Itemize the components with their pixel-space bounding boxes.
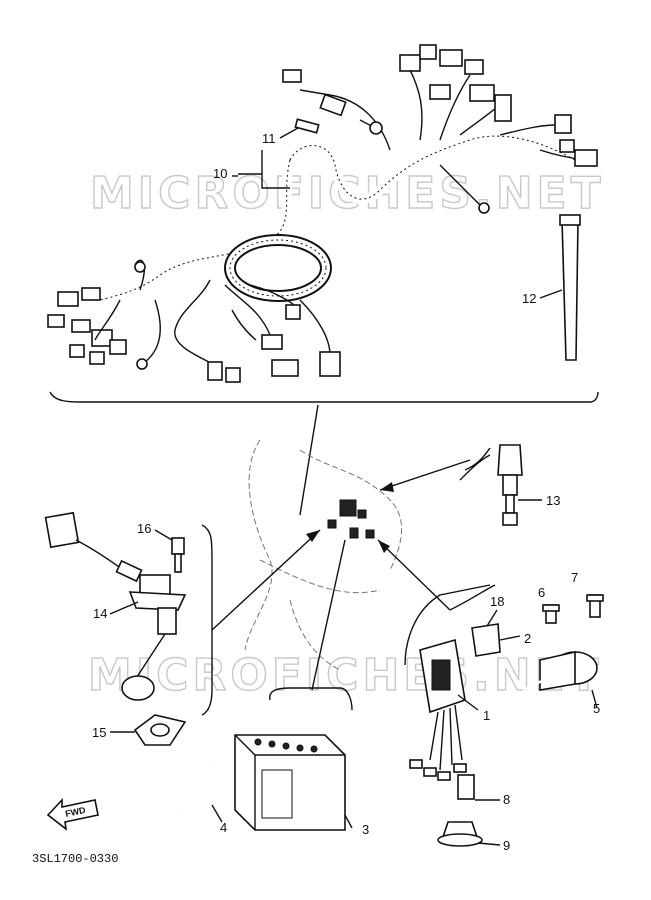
fuse (294, 118, 320, 134)
callout-6: 6 (538, 585, 545, 600)
callout-5: 5 (593, 701, 600, 716)
callout-2: 2 (524, 631, 531, 646)
fwd-arrow-icon: FWD (46, 797, 99, 831)
callout-16: 16 (137, 521, 151, 536)
callout-7: 7 (571, 570, 578, 585)
callout-15: 15 (92, 725, 106, 740)
watermark-bottom: MICROFICHES.NET (88, 650, 603, 701)
fwd-label: FWD (64, 805, 87, 819)
callout-numbers: 1 2 3 4 5 6 7 8 9 10 11 12 13 14 15 16 1… (92, 131, 600, 853)
ignition-coil-group (437, 594, 604, 847)
callout-4: 4 (220, 820, 227, 835)
fuel-sender-group (44, 511, 213, 746)
callout-1: 1 (483, 708, 490, 723)
frame-outline (244, 439, 403, 671)
part-13-switch (464, 444, 542, 526)
callout-8: 8 (503, 792, 510, 807)
cable-band (559, 214, 581, 361)
callout-3: 3 (362, 822, 369, 837)
callout-14: 14 (93, 606, 107, 621)
mounting-arrows (211, 454, 496, 691)
harness-group-bracket (49, 391, 599, 403)
leader-lines (232, 127, 563, 299)
callout-12: 12 (522, 291, 536, 306)
battery-caps (254, 738, 318, 753)
callout-10: 10 (213, 166, 227, 181)
igniter-group (404, 584, 521, 781)
wire-harness (47, 44, 598, 383)
callout-13: 13 (546, 493, 560, 508)
drawing-code: 3SL1700-0330 (32, 852, 118, 866)
callout-18: 18 (490, 594, 504, 609)
callout-9: 9 (503, 838, 510, 853)
battery-group (177, 687, 353, 831)
callout-11: 11 (262, 131, 276, 146)
